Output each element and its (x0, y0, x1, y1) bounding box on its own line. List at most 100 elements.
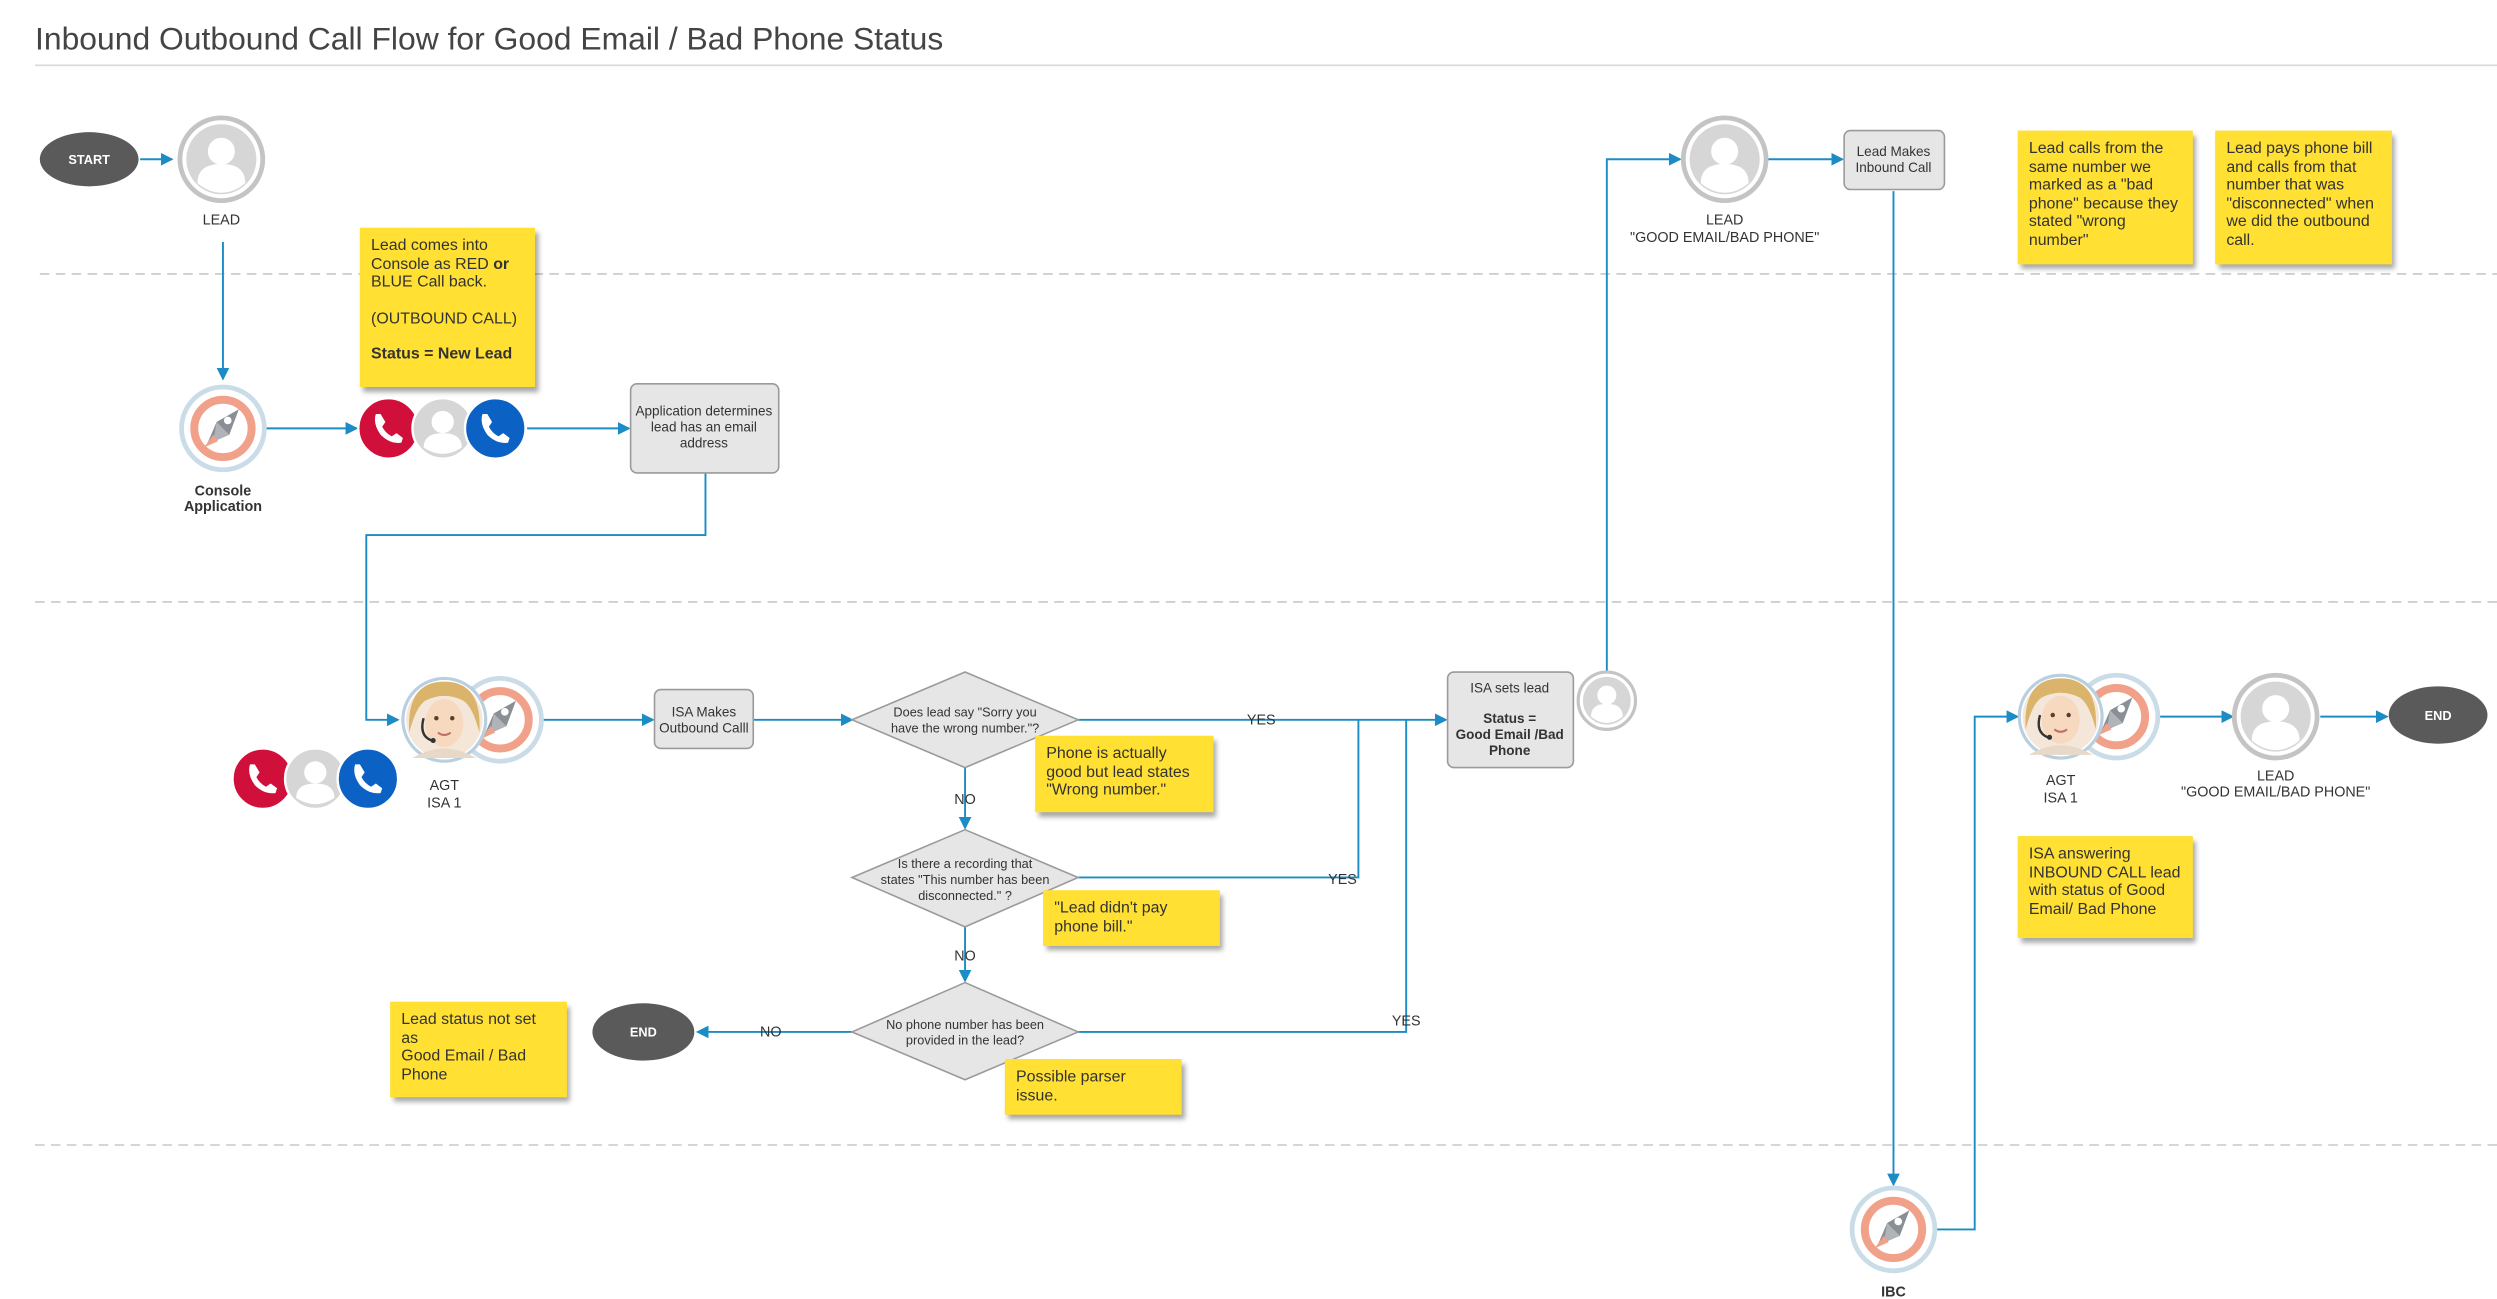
red-phone-icon (357, 396, 421, 460)
edge-label-no: NO (760, 1025, 782, 1041)
decision-no-phone: No phone number has been provided in the… (849, 981, 1081, 1081)
agent-avatar-icon (2017, 673, 2104, 760)
note-line: BLUE Call back. (371, 273, 488, 292)
box-line: Lead Makes (1857, 144, 1931, 159)
call-type-icons-left (231, 747, 400, 811)
box-line: ISA Makes (672, 705, 737, 720)
note-line: "Lead didn't pay (1054, 899, 1168, 918)
note-line: (OUTBOUND CALL) (371, 309, 518, 328)
end-terminal-right: END (2388, 686, 2488, 744)
note-line: issue. (1016, 1086, 1058, 1105)
note-line: "disconnected" when (2226, 195, 2374, 213)
note-pays-bill: Lead pays phone bill and calls from that… (2215, 130, 2392, 265)
box-line: address (680, 435, 728, 450)
start-terminal: START (39, 132, 139, 187)
note-line: "Wrong number." (1046, 781, 1167, 800)
note-line: we did the outbound (2226, 213, 2370, 231)
note-line: stated "wrong (2028, 213, 2126, 231)
note-console-entry: Lead comes into Console as RED or BLUE C… (359, 227, 536, 387)
page-title: Inbound Outbound Call Flow for Good Emai… (35, 22, 944, 58)
console-label-2: Application (184, 499, 262, 515)
box-line: Inbound Call (1856, 160, 1932, 175)
note-not-set: Lead status not set as Good Email / Bad … (390, 1001, 567, 1098)
note-bold-or: or (493, 255, 510, 274)
note-line: Console as RED or (371, 256, 524, 274)
note-line: call. (2226, 231, 2255, 250)
note-line: Lead status not set as (401, 1011, 536, 1048)
decision-line: Does lead say "Sorry you (893, 705, 1036, 720)
box-line: ISA sets lead (1470, 681, 1549, 696)
note-line: good but lead states (1046, 763, 1190, 782)
note-status: Status = New Lead (371, 345, 513, 364)
end-label: END (630, 1025, 657, 1040)
decision-line: No phone number has been (886, 1017, 1044, 1032)
blue-phone-icon (336, 747, 400, 811)
edge-label-no: NO (954, 948, 976, 964)
note-parser: Possible parser issue. (1004, 1059, 1182, 1115)
box-line: Application determines (636, 404, 773, 419)
app-determines-box: Application determines lead has an email… (629, 382, 780, 474)
agent-right-label-1: AGT (2046, 773, 2076, 789)
person-icon (2234, 675, 2317, 758)
note-line: Phone is actually (1046, 745, 1167, 763)
connectors (140, 152, 2389, 1231)
person-icon (180, 118, 263, 201)
note-line: INBOUND CALL lead (2028, 863, 2181, 882)
ibc-label: IBC (1881, 1284, 1906, 1299)
edge-label-yes: YES (1328, 872, 1357, 888)
note-line: marked as a "bad (2028, 176, 2154, 195)
note-line: Phone (401, 1066, 448, 1084)
isa-sets-lead-box: ISA sets lead Status = Good Email /Bad P… (1446, 671, 1575, 769)
edge-label-yes: YES (1247, 713, 1276, 729)
note-line: with status of Good (2028, 882, 2166, 900)
note-line: Lead calls from the (2028, 140, 2164, 158)
blue-phone-icon (463, 396, 527, 460)
console-label-1: Console (195, 483, 252, 499)
note-text: Console as RED (371, 255, 494, 274)
lead-top-label: LEAD (203, 213, 240, 229)
note-line: Possible parser (1016, 1068, 1126, 1087)
ibc-node: IBC (1852, 1188, 1935, 1299)
decision-line: states "This number has been (881, 872, 1050, 887)
note-line: number that was (2226, 176, 2345, 195)
person-icon (1683, 118, 1766, 201)
rocket-icon (182, 387, 265, 470)
agent-left-label-2: ISA 1 (427, 795, 461, 811)
note-line: same number we (2028, 158, 2151, 176)
note-phone-good: Phone is actually good but lead states "… (1035, 735, 1214, 813)
edge-label-no: NO (954, 792, 976, 808)
note-line: and calls from that (2226, 158, 2357, 176)
rocket-icon (1852, 1188, 1935, 1271)
box-line: Good Email /Bad (1456, 727, 1564, 742)
note-line: phone bill." (1054, 918, 1133, 936)
agent-right: AGT ISA 1 (2017, 673, 2158, 807)
decision-line: provided in the lead? (906, 1033, 1024, 1048)
note-line: number" (2028, 231, 2089, 250)
lead-inbound-box: Lead Makes Inbound Call (1843, 129, 1946, 191)
note-line: Email/ Bad Phone (2028, 900, 2157, 919)
isa-outbound-box: ISA Makes Outbound Calll (653, 688, 755, 750)
person-icon (1576, 670, 1638, 731)
decision-line: disconnected." ? (918, 888, 1012, 903)
box-line: lead has an email (651, 420, 757, 435)
agent-avatar-icon (401, 676, 488, 763)
lead-mid-label-2: "GOOD EMAIL/BAD PHONE" (1630, 230, 1819, 246)
agent-left-label-1: AGT (430, 778, 460, 794)
end-label: END (2425, 708, 2452, 723)
lead-mid-label-1: LEAD (1706, 213, 1743, 229)
lead-mid: LEAD "GOOD EMAIL/BAD PHONE" (1630, 118, 1819, 246)
lead-top: LEAD (180, 118, 263, 229)
note-line: phone" because they (2028, 195, 2178, 213)
agent-left: AGT ISA 1 (401, 676, 542, 811)
decision-line: have the wrong number."? (891, 721, 1039, 736)
note-didnt-pay: "Lead didn't pay phone bill." (1043, 890, 1220, 946)
decision-wrong-number: Does lead say "Sorry you have the wrong … (849, 671, 1081, 769)
lead-right-label-2: "GOOD EMAIL/BAD PHONE" (2181, 784, 2370, 800)
lead-right: LEAD "GOOD EMAIL/BAD PHONE" (2181, 675, 2370, 800)
box-line: Phone (1489, 743, 1531, 758)
call-type-icons-top (357, 396, 527, 460)
note-line: Lead comes into (371, 237, 488, 255)
edge-label-yes: YES (1392, 1014, 1421, 1030)
